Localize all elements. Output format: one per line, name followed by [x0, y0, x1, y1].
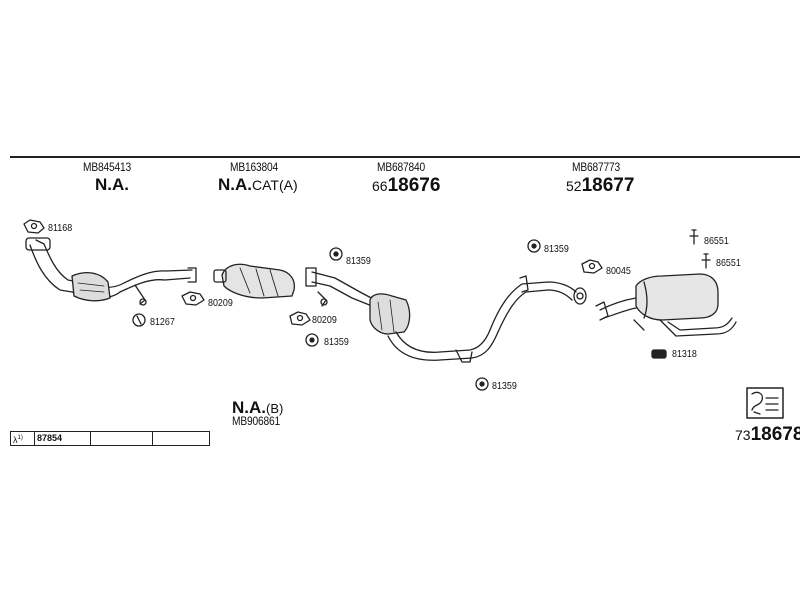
ref-3-main: 18676 — [387, 175, 441, 196]
front-pipe-part — [25, 237, 197, 306]
ref-3: 6618676 — [372, 175, 440, 197]
callout-label: 81267 — [150, 316, 175, 328]
callout-label: 86551 — [716, 257, 741, 269]
bottom-status-main: N.A. — [232, 398, 266, 417]
gasket-icon — [289, 311, 311, 326]
callout-label: 81318 — [672, 348, 697, 360]
rubber-hanger-icon — [329, 247, 343, 261]
part-number-1: MB845413 — [83, 160, 131, 174]
bottom-part-number: MB906861 — [232, 414, 280, 428]
bottom-status: N.A.(B) — [232, 398, 283, 418]
empty-cell — [153, 432, 209, 445]
center-pipe-part — [305, 267, 499, 363]
top-divider-line — [10, 156, 800, 158]
gasket-icon — [23, 219, 45, 234]
callout-label: 80045 — [606, 265, 631, 277]
lambda-superscript: 1) — [17, 435, 23, 441]
intermediate-pipe-part — [489, 275, 587, 333]
callout-label: 81359 — [346, 255, 371, 267]
ref-3-prefix: 66 — [372, 178, 388, 194]
kit-prefix: 73 — [735, 427, 751, 443]
ref-4-prefix: 52 — [566, 178, 582, 194]
gasket-icon — [181, 291, 205, 306]
catalyst-part — [213, 263, 296, 299]
bolt-icon — [689, 229, 699, 245]
mount-icon — [132, 313, 146, 327]
ref-4: 5218677 — [566, 175, 634, 197]
part-number-4: MB687773 — [572, 160, 620, 174]
lambda-symbol: λ — [13, 435, 18, 445]
lambda-code-cell: 87854 — [35, 432, 91, 445]
callout-label: 81168 — [48, 222, 73, 234]
kit-number: 7318678 — [735, 424, 800, 446]
clamp-icon — [651, 349, 667, 359]
kit-main: 18678 — [750, 424, 800, 445]
status-1: N.A. — [95, 175, 129, 194]
status-2: N.A.CAT(A) — [218, 175, 298, 195]
callout-label: 86551 — [704, 235, 729, 247]
status-2-suffix: CAT(A) — [252, 177, 298, 193]
lambda-cell: λ1) — [11, 432, 35, 445]
callout-label: 80209 — [312, 314, 337, 326]
part-number-3: MB687840 — [377, 160, 425, 174]
callout-label: 81359 — [544, 243, 569, 255]
rubber-hanger-icon — [475, 377, 489, 391]
rear-muffler-part — [595, 273, 737, 337]
rubber-hanger-icon — [527, 239, 541, 253]
gasket-icon — [581, 259, 603, 274]
bolt-icon — [701, 253, 711, 269]
status-2-main: N.A. — [218, 175, 252, 194]
lambda-table: λ1) 87854 — [10, 431, 210, 446]
callout-label: 81359 — [324, 336, 349, 348]
kit-symbol-icon — [746, 387, 784, 419]
empty-cell — [91, 432, 153, 445]
part-number-2: MB163804 — [230, 160, 278, 174]
callout-label: 80209 — [208, 297, 233, 309]
ref-4-main: 18677 — [581, 175, 635, 196]
rubber-hanger-icon — [305, 333, 319, 347]
callout-label: 81359 — [492, 380, 517, 392]
bottom-status-suffix: (B) — [266, 401, 284, 416]
